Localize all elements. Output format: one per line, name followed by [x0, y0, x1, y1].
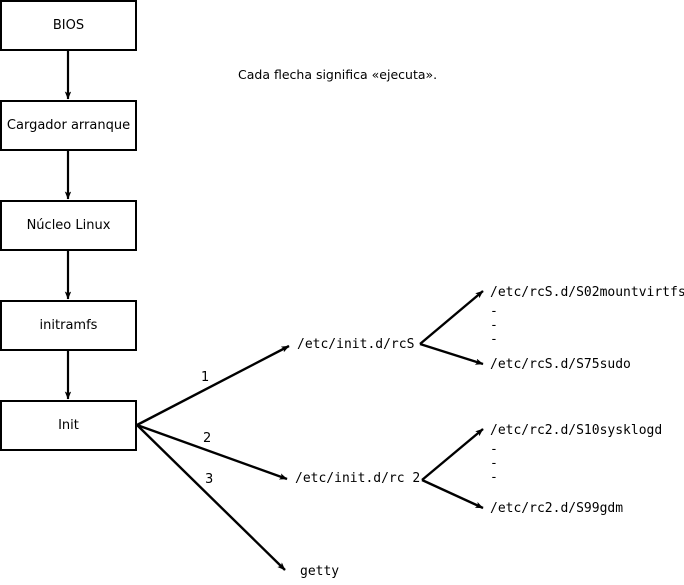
- arrow-rc2-to-last-script: [421, 478, 484, 510]
- arrow-rcs-to-last-script: [419, 342, 484, 366]
- box-init: Init: [0, 400, 137, 451]
- box-init-label: Init: [58, 418, 79, 433]
- node-rcs-first-script: /etc/rcS.d/S02mountvirtfs: [490, 285, 684, 300]
- node-rc2: /etc/init.d/rc 2: [295, 471, 421, 486]
- arrow-init-to-rcs: [136, 344, 290, 427]
- rc2-fanout-arrows: [421, 428, 484, 510]
- edge-label-3: 3: [205, 472, 214, 487]
- box-bootloader-label: Cargador arranque: [6, 118, 131, 133]
- init-fanout-arrows: [136, 344, 290, 571]
- node-getty: getty: [300, 564, 340, 579]
- arrow-init-to-getty: [136, 424, 286, 571]
- rcs-ellipsis-dash-2: -: [490, 318, 498, 333]
- node-rcs: /etc/init.d/rcS: [297, 337, 415, 352]
- box-kernel: Núcleo Linux: [0, 200, 137, 251]
- arrow-init-to-rc2: [136, 423, 288, 481]
- rc2-ellipsis-dash-2: -: [490, 456, 498, 471]
- rcs-fanout-arrows: [419, 290, 484, 366]
- box-bootloader: Cargador arranque: [0, 100, 137, 151]
- arrow-rc2-to-first-script: [421, 428, 484, 481]
- box-bios: BIOS: [0, 0, 137, 51]
- rc2-ellipsis-dash-1: -: [490, 442, 498, 457]
- edge-label-2: 2: [203, 431, 212, 446]
- arrow-rcs-to-first-script: [419, 290, 484, 345]
- diagram-caption: Cada flecha significa «ejecuta».: [238, 67, 438, 82]
- edge-label-1: 1: [201, 370, 210, 385]
- node-rc2-last-script: /etc/rc2.d/S99gdm: [490, 501, 624, 516]
- node-rcs-last-script: /etc/rcS.d/S75sudo: [490, 357, 631, 372]
- node-rc2-first-script: /etc/rc2.d/S10sysklogd: [490, 423, 663, 438]
- box-initramfs: initramfs: [0, 300, 137, 351]
- rcs-ellipsis-dash-1: -: [490, 304, 498, 319]
- box-initramfs-label: initramfs: [39, 318, 98, 333]
- box-kernel-label: Núcleo Linux: [26, 218, 111, 233]
- rc2-ellipsis-dash-3: -: [490, 470, 498, 485]
- rcs-ellipsis-dash-3: -: [490, 332, 498, 347]
- box-bios-label: BIOS: [52, 18, 85, 33]
